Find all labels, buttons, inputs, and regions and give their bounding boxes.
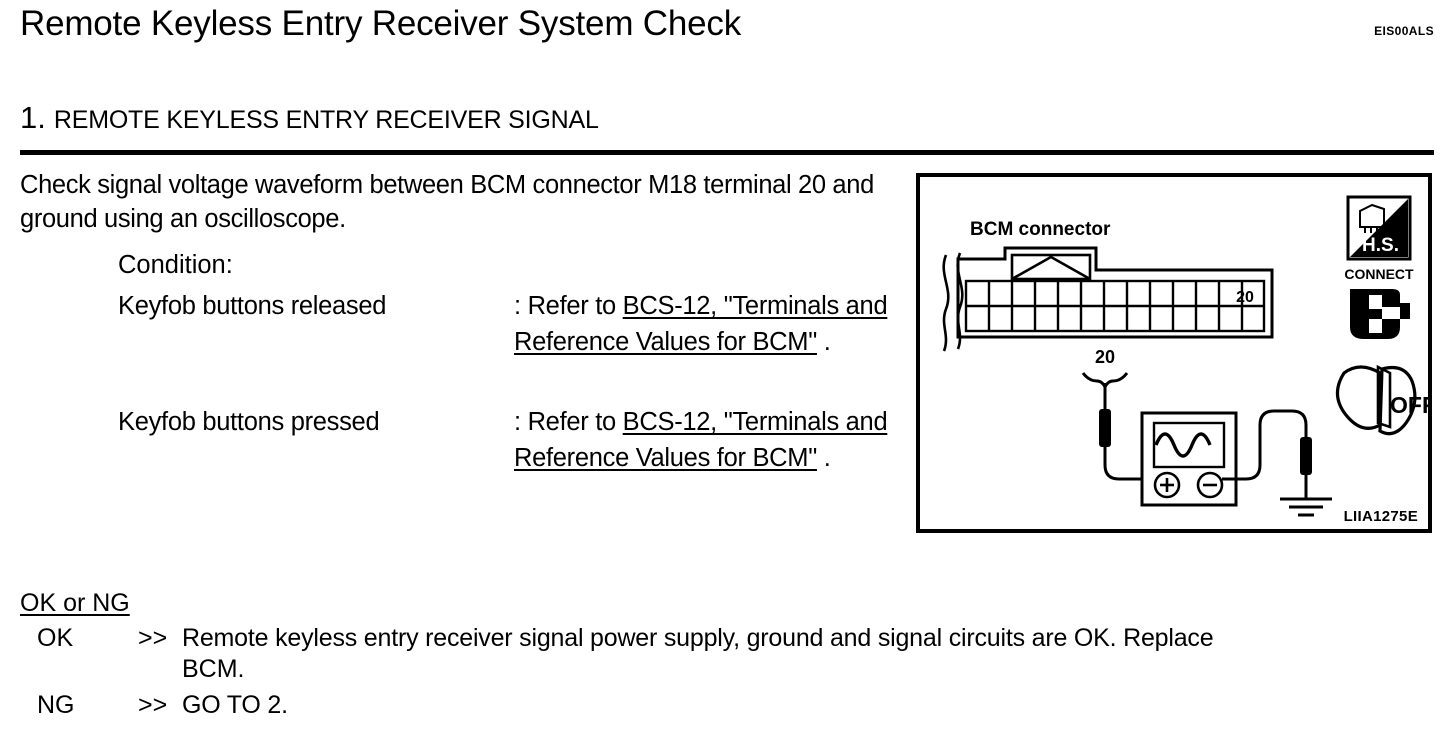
oscilloscope — [1140, 411, 1238, 507]
judgement-text: Remote keyless entry receiver signal pow… — [182, 624, 1214, 652]
step-heading: 1.REMOTE KEYLESS ENTRY RECEIVER SIGNAL — [20, 100, 599, 136]
negative-terminal-icon — [1196, 471, 1224, 499]
condition-name: Keyfob buttons pressed — [118, 408, 380, 436]
positive-probe-lead — [1103, 383, 1142, 481]
ground-symbol — [1280, 497, 1332, 517]
reference-link-bcs-12[interactable]: BCS-12, "Terminals and Reference Values … — [514, 292, 888, 356]
bcm-connector-oscilloscope-diagram: BCM connector — [942, 195, 1428, 517]
page-title: Remote Keyless Entry Receiver System Che… — [20, 4, 742, 43]
bcm-connector-label: BCM connector — [970, 219, 1111, 240]
oscilloscope-body — [1140, 411, 1238, 507]
condition-name: Keyfob buttons released — [118, 292, 387, 320]
figure-code: LIIA1275E — [1343, 508, 1418, 525]
judgement-section: OK or NG OK >> Remote keyless entry rece… — [20, 588, 1436, 721]
positive-probe-tip — [1099, 409, 1111, 447]
hs-connector-glyph — [1359, 203, 1385, 233]
pin-number-in-cell: 20 — [1236, 289, 1254, 306]
connector-outline — [956, 246, 1274, 339]
negative-probe-lead — [1222, 409, 1308, 499]
instruction-text: Check signal voltage waveform between BC… — [20, 171, 874, 233]
judgement-title: OK or NG — [20, 589, 130, 617]
condition-row-released: Keyfob buttons released : Refer to BCS-1… — [118, 288, 904, 360]
waveform-trace — [1154, 432, 1212, 458]
illustration-panel: BCM connector — [916, 173, 1432, 533]
positive-terminal-icon — [1153, 471, 1181, 499]
judgement-arrow: >> — [138, 624, 168, 652]
refer-to-prefix: : Refer to — [514, 292, 623, 320]
negative-probe-tip — [1300, 437, 1312, 475]
reference-suffix: . — [816, 444, 831, 472]
condition-value: : Refer to BCS-12, "Terminals and Refere… — [514, 404, 904, 476]
judgement-key: NG — [37, 691, 75, 719]
condition-value: : Refer to BCS-12, "Terminals and Refere… — [514, 288, 904, 360]
connector-lock-tab — [1010, 253, 1092, 281]
refer-to-prefix: : Refer to — [514, 408, 623, 436]
connect-badge-label: CONNECT — [1344, 266, 1414, 282]
judgement-row-ok: OK >> Remote keyless entry receiver sign… — [20, 623, 1436, 685]
judgement-arrow: >> — [138, 691, 168, 719]
hs-badge-label: H.S. — [1362, 235, 1399, 256]
condition-label: Condition: — [118, 251, 233, 279]
connect-plug-icon — [1350, 289, 1410, 339]
document-reference-code: EIS00ALS — [1374, 24, 1434, 38]
condition-row-pressed: Keyfob buttons pressed : Refer to BCS-12… — [118, 404, 904, 476]
connector-pin-grid — [964, 279, 1266, 333]
procedure-body: Check signal voltage waveform between BC… — [20, 168, 904, 476]
judgement-key: OK — [37, 624, 74, 652]
pin-callout-number: 20 — [1095, 347, 1115, 367]
reference-suffix: . — [816, 328, 831, 356]
hs-badge: H.S. — [1346, 195, 1412, 261]
judgement-text: GO TO 2. — [182, 691, 288, 719]
step-title: REMOTE KEYLESS ENTRY RECEIVER SIGNAL — [53, 106, 599, 134]
ignition-off-icon: OFF — [1335, 364, 1428, 436]
reference-link-bcs-12[interactable]: BCS-12, "Terminals and Reference Values … — [514, 408, 888, 472]
heading-divider-rule — [20, 150, 1434, 155]
judgement-text-continuation: BCM. — [182, 655, 245, 683]
ignition-off-label: OFF — [1390, 392, 1428, 418]
step-number: 1. — [20, 100, 46, 135]
oscilloscope-screen — [1152, 421, 1226, 469]
judgement-row-ng: NG >> GO TO 2. — [20, 690, 1436, 721]
